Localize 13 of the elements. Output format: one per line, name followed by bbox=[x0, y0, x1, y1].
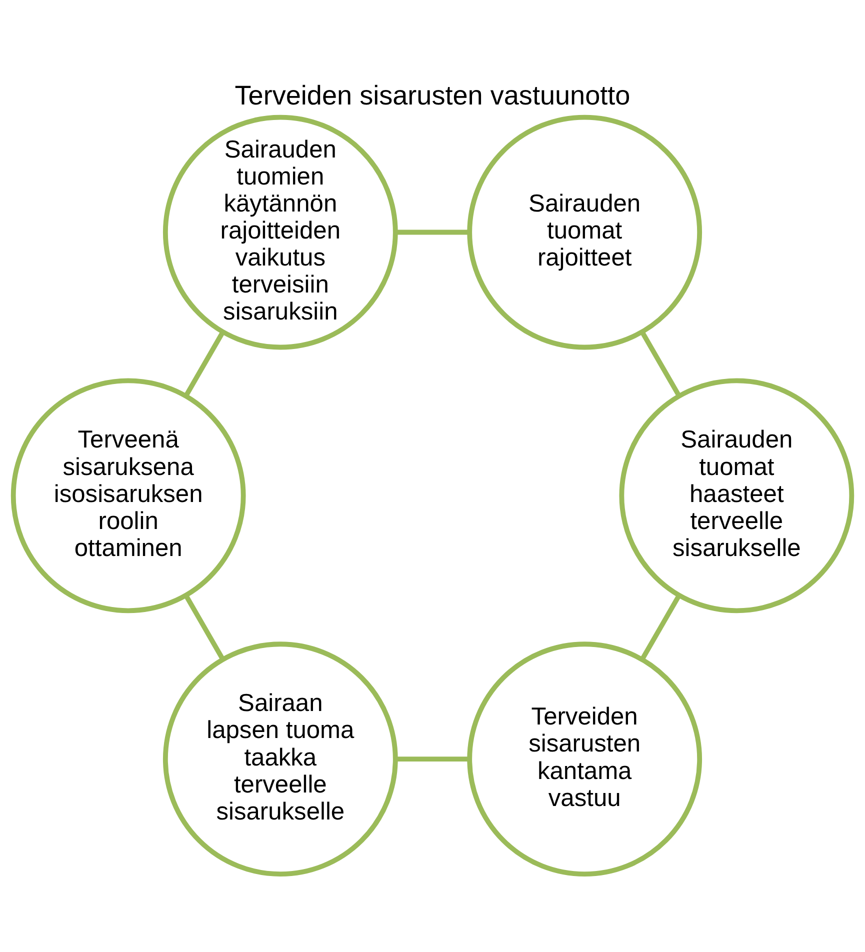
node-circle: Terveenä sisaruksena isosisaruksen roolin ottaminen bbox=[10, 378, 246, 614]
connector bbox=[184, 330, 225, 398]
connector bbox=[396, 756, 470, 762]
diagram-title: Terveiden sisarusten vastuunotto bbox=[234, 80, 630, 110]
connector bbox=[640, 594, 682, 661]
node-circle: Sairauden tuomat rajoitteet bbox=[467, 114, 702, 350]
connector bbox=[395, 230, 470, 235]
connector bbox=[640, 330, 682, 398]
node-circle: Sairauden tuomat haasteet terveelle sisarukselle bbox=[619, 378, 854, 614]
node-circle: Sairauden tuomien käytännön rajoitteiden vaikutus terveisiin sisaruksiin bbox=[162, 114, 398, 350]
node-circle: Sairaan lapsen tuoma taakka terveelle sisarukselle bbox=[162, 642, 398, 877]
node-circle: Terveiden sisarusten kantama vastuu bbox=[467, 642, 702, 877]
connector bbox=[184, 594, 226, 661]
